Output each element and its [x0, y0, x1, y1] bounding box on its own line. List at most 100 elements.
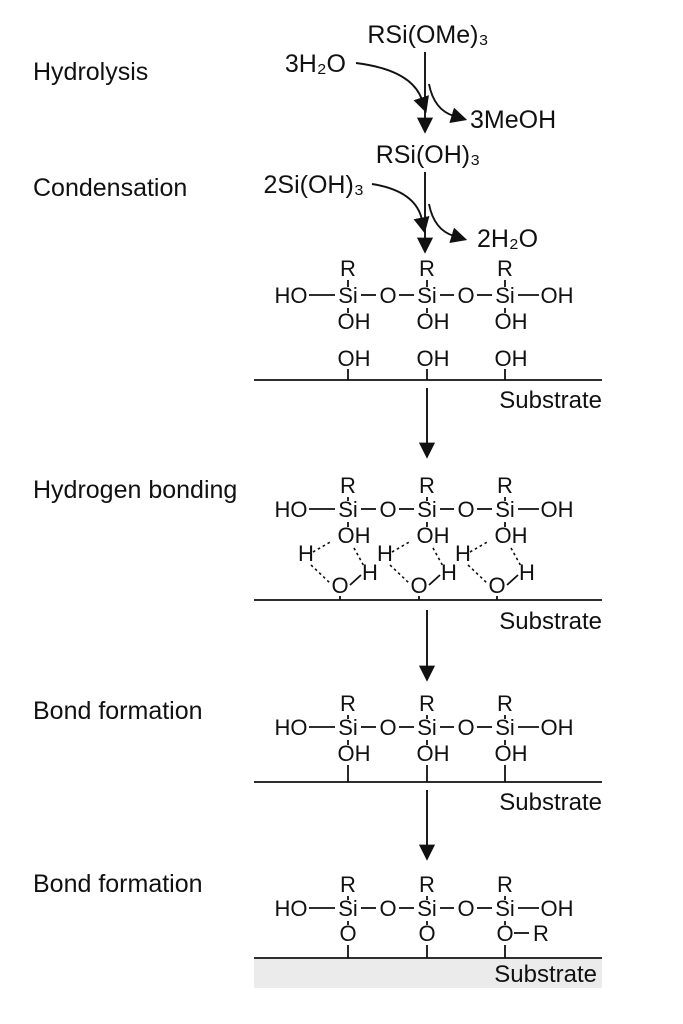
atom-o: O	[418, 921, 435, 946]
atom-o: O	[457, 715, 474, 740]
condensation-arrows	[371, 172, 468, 254]
atom-si: Si	[417, 283, 437, 308]
bond-formation-structure-2: Bond formation R R R HO Si O Si O Si OH …	[33, 870, 602, 988]
atom-o: O	[488, 573, 505, 598]
atom-ho: HO	[275, 896, 308, 921]
atom-oh: OH	[541, 497, 574, 522]
h-atom: H	[298, 541, 314, 566]
hydrogen-bond-dash-icon	[467, 564, 488, 584]
byproduct-branch-arrow-icon	[428, 83, 468, 124]
atom-o: O	[457, 896, 474, 921]
r-group-row: R R R	[340, 872, 513, 900]
step-label-bond-formation-2: Bond formation	[33, 870, 203, 898]
atom-si: Si	[338, 896, 358, 921]
atom-si: Si	[338, 283, 358, 308]
atom-oh: OH	[541, 283, 574, 308]
r-group-row: R R R	[340, 256, 513, 287]
atom-si: Si	[495, 283, 515, 308]
hydrogen-bond-dash-icon	[312, 540, 333, 553]
step-label-hydrolysis: Hydrolysis	[33, 58, 148, 86]
substrate-label: Substrate	[499, 789, 602, 816]
atom-o: O	[457, 283, 474, 308]
hydrogen-bond-dash-icon	[389, 564, 410, 584]
atom-oh: OH	[495, 346, 528, 371]
byproduct-branch-arrow-icon	[428, 203, 468, 244]
atom-oh: OH	[495, 741, 528, 766]
atom-si: Si	[495, 497, 515, 522]
r-group: R	[497, 872, 513, 897]
atom-o: O	[379, 715, 396, 740]
hydrogen-bond-bridge-1: H H O	[298, 540, 378, 600]
bond-formation-structure-1: Bond formation R R R HO Si O Si O Si OH …	[33, 691, 602, 861]
water-byproduct-formula: 2H₂O	[477, 225, 538, 253]
h-atom: H	[519, 560, 535, 585]
atom-oh: OH	[338, 523, 371, 548]
step-label-condensation: Condensation	[33, 174, 187, 202]
siloxane-chain: HO Si O Si O Si OH	[275, 715, 574, 740]
surface-hydroxyl-row: OH OH OH	[338, 346, 528, 380]
atom-oh: OH	[417, 741, 450, 766]
atom-si: Si	[417, 497, 437, 522]
siloxane-chain: HO Si O Si O Si OH	[275, 497, 574, 522]
hydrogen-bonding-structure: Hydrogen bonding R R R HO Si O Si O Si O…	[33, 473, 602, 682]
atom-ho: HO	[275, 715, 308, 740]
silanol-oh-row: OH OH OH	[338, 308, 528, 334]
h-atom: H	[362, 560, 378, 585]
atom-ho: HO	[275, 283, 308, 308]
atom-oh: OH	[541, 715, 574, 740]
atom-o: O	[410, 573, 427, 598]
atom-oh: OH	[338, 741, 371, 766]
methanol-byproduct-formula: 3MeOH	[470, 106, 556, 134]
silanol-reagent-formula: 2Si(OH)₃	[264, 171, 364, 199]
substrate-label: Substrate	[494, 961, 597, 988]
siloxane-chain: HO Si O Si O Si OH	[275, 896, 574, 921]
hydrogen-bond-dash-icon	[510, 547, 523, 569]
r-group: R	[340, 256, 356, 281]
silanol-oh-row: OH OH OH	[338, 522, 528, 548]
atom-oh: OH	[495, 309, 528, 334]
hydrolysis-arrows	[355, 52, 468, 134]
hydrogen-bond-dash-icon	[469, 540, 490, 553]
bridging-oxygen-row: O O O R	[339, 921, 549, 958]
atom-oh: OH	[541, 896, 574, 921]
r-group: R	[497, 256, 513, 281]
h-atom: H	[441, 560, 457, 585]
atom-oh: OH	[417, 523, 450, 548]
siloxane-chain: HO Si O Si O Si OH	[275, 283, 574, 308]
atom-si: Si	[417, 715, 437, 740]
h-atom: H	[377, 541, 393, 566]
atom-o: O	[339, 921, 356, 946]
condensation-step: Condensation RSi(OH)₃ 2Si(OH)₃ 2H₂O	[33, 141, 538, 254]
r-group: R	[419, 691, 435, 716]
r-group-row: R R R	[340, 691, 513, 719]
reagent-addition-arrow-icon	[371, 183, 430, 234]
atom-oh: OH	[417, 346, 450, 371]
silanol-oh-row: OH OH OH	[338, 740, 528, 782]
hydrolysis-reactant-formula: RSi(OMe)₃	[367, 21, 488, 49]
reagent-addition-arrow-icon	[355, 62, 429, 114]
h-atom: H	[455, 541, 471, 566]
r-group: R	[497, 691, 513, 716]
substrate-slab	[254, 959, 602, 988]
atom-ho: HO	[275, 497, 308, 522]
hydrogen-bond-bridge-3: H H O	[455, 540, 535, 600]
water-reagent-formula: 3H₂O	[285, 50, 346, 78]
condensation-reactant-formula: RSi(OH)₃	[376, 141, 481, 169]
atom-oh: OH	[495, 523, 528, 548]
atom-oh: OH	[417, 309, 450, 334]
step-label-hydrogen-bonding: Hydrogen bonding	[33, 476, 237, 504]
atom-si: Si	[338, 497, 358, 522]
r-group: R	[340, 473, 356, 498]
hydrolysis-step: Hydrolysis RSi(OMe)₃ 3H₂O 3MeOH	[33, 21, 556, 134]
substrate-label: Substrate	[499, 387, 602, 414]
r-group: R	[533, 921, 549, 946]
r-group: R	[419, 473, 435, 498]
r-group: R	[497, 473, 513, 498]
hydrogen-bond-dash-icon	[310, 564, 331, 584]
atom-si: Si	[495, 715, 515, 740]
hydrogen-bond-dash-icon	[353, 547, 366, 569]
atom-si: Si	[338, 715, 358, 740]
r-group: R	[419, 872, 435, 897]
